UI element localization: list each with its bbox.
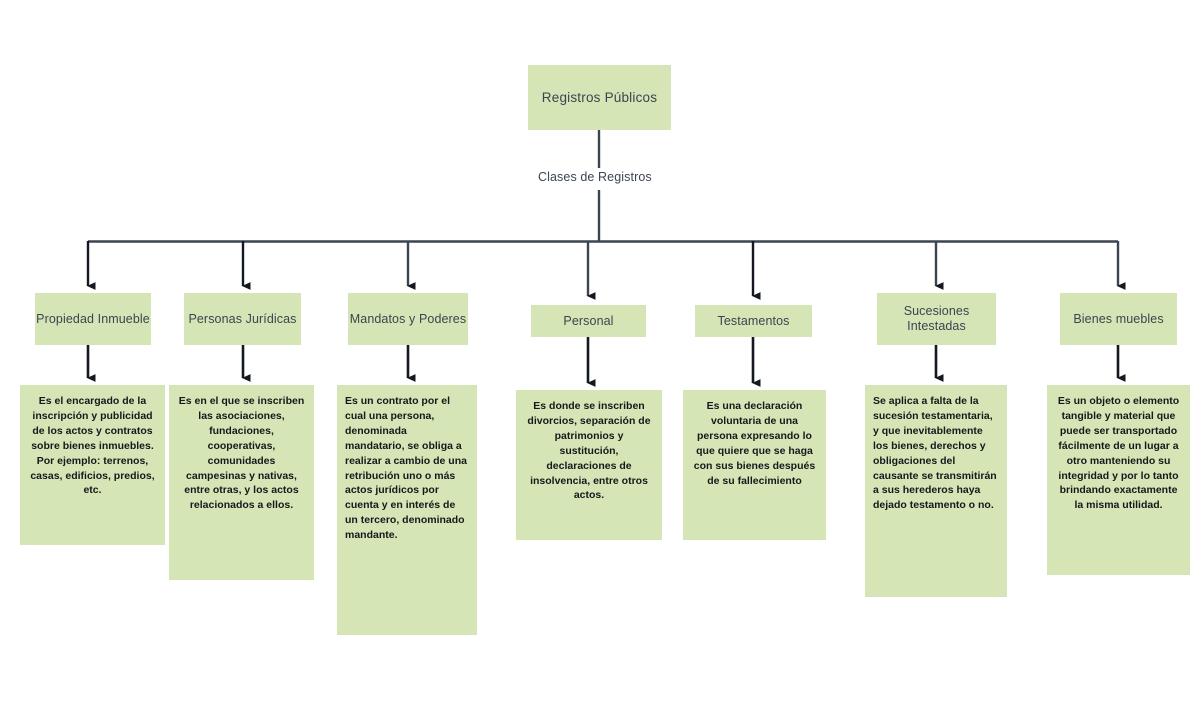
node-description-sucesiones-intestadas[interactable]: Se aplica a falta de la sucesión testame…: [865, 385, 1007, 597]
category-label: Personal: [563, 313, 614, 328]
description-text: Es un objeto o elemento tangible y mater…: [1057, 395, 1180, 512]
description-text: Es un contrato por el cual una persona, …: [345, 395, 467, 542]
category-label: Mandatos y Poderes: [349, 311, 467, 326]
category-label: Propiedad Inmueble: [36, 311, 150, 326]
description-text: Se aplica a falta de la sucesión testame…: [873, 395, 997, 512]
description-text: Es una declaración voluntaria de una per…: [693, 400, 816, 487]
description-text: Es en el que se inscriben las asociacion…: [178, 395, 305, 512]
node-description-personas-juridicas[interactable]: Es en el que se inscriben las asociacion…: [169, 385, 314, 580]
node-category-mandatos-y-poderes[interactable]: Mandatos y Poderes: [348, 293, 468, 345]
description-text: Es donde se inscriben divorcios, separac…: [527, 400, 651, 502]
category-label: Bienes muebles: [1073, 311, 1164, 326]
node-category-personal[interactable]: Personal: [531, 305, 646, 337]
node-category-sucesiones-intestadas[interactable]: Sucesiones Intestadas: [877, 293, 996, 345]
node-root-label: Registros Públicos: [541, 89, 658, 105]
node-description-propiedad-inmueble[interactable]: Es el encargado de la inscripción y publ…: [20, 385, 165, 545]
category-label: Personas Jurídicas: [188, 311, 297, 326]
node-category-testamentos[interactable]: Testamentos: [695, 305, 812, 337]
edge-label-clases-de-registros: Clases de Registros: [534, 170, 656, 184]
node-description-bienes-muebles[interactable]: Es un objeto o elemento tangible y mater…: [1047, 385, 1190, 575]
category-label: Testamentos: [717, 313, 790, 328]
node-category-bienes-muebles[interactable]: Bienes muebles: [1060, 293, 1177, 345]
node-category-personas-juridicas[interactable]: Personas Jurídicas: [184, 293, 301, 345]
node-category-propiedad-inmueble[interactable]: Propiedad Inmueble: [35, 293, 151, 345]
node-root-registros-publicos[interactable]: Registros Públicos: [528, 65, 671, 130]
node-description-testamentos[interactable]: Es una declaración voluntaria de una per…: [683, 390, 826, 540]
category-label: Sucesiones Intestadas: [903, 304, 970, 333]
description-text: Es el encargado de la inscripción y publ…: [30, 395, 155, 497]
node-description-personal[interactable]: Es donde se inscriben divorcios, separac…: [516, 390, 662, 540]
node-description-mandatos-y-poderes[interactable]: Es un contrato por el cual una persona, …: [337, 385, 477, 635]
